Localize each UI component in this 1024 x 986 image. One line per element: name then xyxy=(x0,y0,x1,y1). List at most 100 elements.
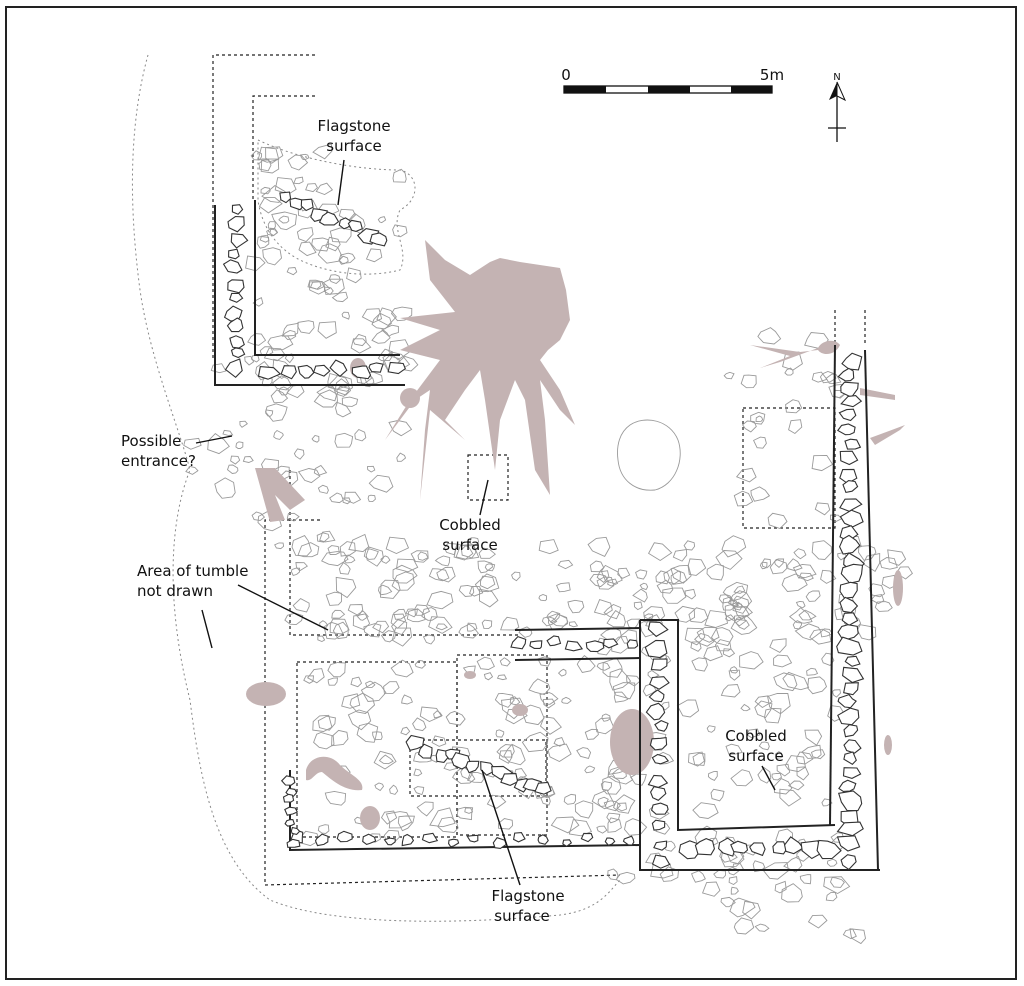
wall-stone xyxy=(500,773,519,786)
tumble-stone xyxy=(412,717,427,732)
tumble-stone xyxy=(466,622,478,632)
tumble-stone xyxy=(684,627,706,646)
tumble-stone xyxy=(600,564,623,584)
wall-stone xyxy=(279,191,292,204)
tumble-stone xyxy=(392,564,418,584)
wall-stone xyxy=(314,833,329,847)
tumble-stone xyxy=(350,676,363,688)
tumble-stone xyxy=(437,816,459,833)
tumble-stone xyxy=(713,869,726,879)
tumble-stone xyxy=(331,291,349,303)
wall-stone xyxy=(512,832,526,843)
tumble-stone xyxy=(327,545,340,555)
tumble-stone xyxy=(392,168,407,183)
tumble-stone xyxy=(870,594,885,605)
tumble-stone xyxy=(341,396,359,407)
tumble-stone xyxy=(607,578,619,587)
tumble-stone xyxy=(707,771,718,781)
tumble-stone xyxy=(390,613,407,629)
tumble-stone xyxy=(787,780,805,791)
tumble-stone xyxy=(703,645,724,662)
tumble-stone xyxy=(596,570,610,584)
tumble-stone xyxy=(606,812,621,824)
tumble-stone xyxy=(656,579,674,594)
cobbled-right-line1: Cobbled xyxy=(725,727,787,745)
tumble-stone xyxy=(787,558,803,572)
tumble-stone xyxy=(372,731,383,741)
tumble-stone xyxy=(261,185,286,203)
tumble-stone xyxy=(291,535,312,557)
tumble-stone xyxy=(706,563,724,581)
wall-stone xyxy=(224,358,243,379)
tumble-stone xyxy=(670,564,692,584)
wall-stone xyxy=(772,841,788,855)
tumble-stone xyxy=(814,502,831,516)
flagstone-top-line2: surface xyxy=(326,137,381,155)
cobbled-right-line2: surface xyxy=(728,747,783,765)
tumble-stone xyxy=(722,648,736,658)
tumble-stone xyxy=(633,601,643,611)
tumble-stone xyxy=(400,726,411,736)
wall-stone xyxy=(227,279,245,294)
tumble-stone xyxy=(769,638,787,653)
tumble-stone xyxy=(556,582,571,593)
tumble-stone xyxy=(265,403,288,422)
wall-stone xyxy=(369,232,388,247)
wall-stone xyxy=(546,635,562,647)
tumble-stone xyxy=(769,558,788,575)
tumble-stone xyxy=(831,689,841,698)
tumble-stone xyxy=(468,537,480,546)
tumble-stone xyxy=(298,241,317,257)
tumble-stone xyxy=(513,768,528,781)
tumble-stone xyxy=(753,436,767,449)
wall-stone xyxy=(840,563,864,584)
label-cobbled-right: Cobbled surface xyxy=(725,727,787,791)
tumble-stone xyxy=(391,627,412,647)
tumble-stone xyxy=(499,657,511,667)
tumble-stone xyxy=(676,699,700,718)
tumble-stone xyxy=(363,623,382,638)
tumble-stone xyxy=(305,183,318,193)
tumble-stone xyxy=(761,558,772,569)
tumble-stone xyxy=(820,628,833,638)
tumble-line2: not drawn xyxy=(137,582,213,600)
tumble-stone xyxy=(819,371,837,384)
tumble-stone xyxy=(720,684,741,698)
tumble-stone xyxy=(561,696,572,704)
tumble-stone xyxy=(266,228,278,237)
tumble-stone xyxy=(755,415,764,422)
tree-root-feature xyxy=(246,240,905,830)
wall-stone xyxy=(222,259,243,274)
tumble-stone xyxy=(361,308,383,324)
tumble-stone xyxy=(553,737,565,747)
tumble-stone xyxy=(458,623,480,639)
building-walls xyxy=(214,200,880,871)
tumble-stone xyxy=(773,672,798,692)
wall-stone xyxy=(842,767,862,779)
tumble-stone xyxy=(271,211,297,231)
wall-stone xyxy=(622,835,635,846)
tumble-stone xyxy=(297,468,321,484)
wall-stone xyxy=(603,638,619,649)
wall-stone xyxy=(837,693,857,709)
wall-stone xyxy=(401,833,415,847)
tumble-stone xyxy=(774,751,784,759)
wall-stone xyxy=(290,826,301,836)
tumble-stone xyxy=(272,358,295,379)
tumble-stone xyxy=(729,666,738,674)
wall-stone xyxy=(837,707,860,726)
tumble-stone xyxy=(823,876,851,895)
tumble-stone xyxy=(624,818,648,836)
tumble-stone xyxy=(282,330,297,340)
wall-stone xyxy=(537,834,549,845)
tumble-stone xyxy=(784,367,794,376)
wall-stone xyxy=(329,359,348,378)
tumble-stone xyxy=(754,700,773,719)
wall-stone xyxy=(510,635,527,650)
wall-stone xyxy=(841,612,859,626)
tumble-stone xyxy=(617,567,631,579)
tumble-stone xyxy=(773,654,793,668)
possible-entrance-line1: Possible xyxy=(121,432,181,450)
wall-stone xyxy=(534,781,552,795)
tumble-stone xyxy=(672,548,688,562)
